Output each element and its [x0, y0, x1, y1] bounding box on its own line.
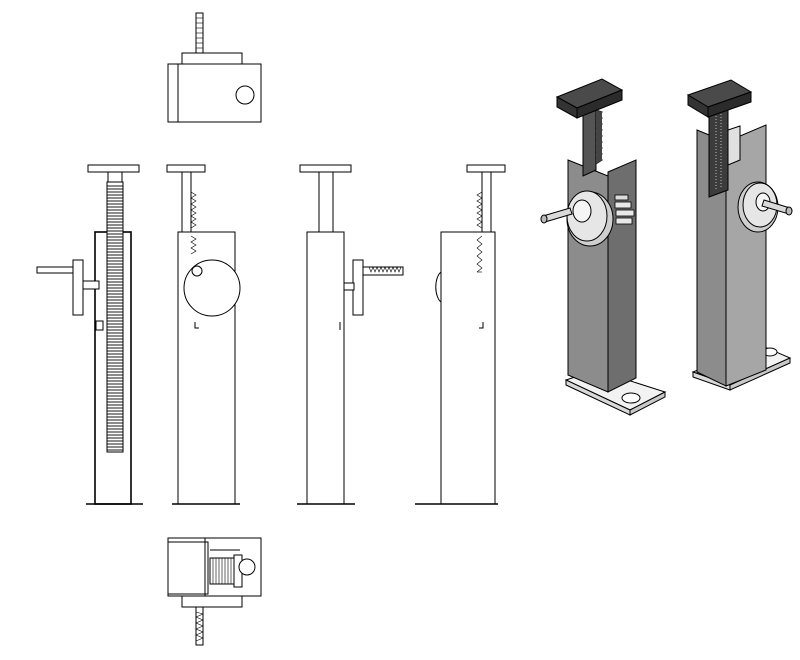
pawl-front [95, 320, 104, 331]
cap-plate-back [299, 164, 352, 173]
mount-hole-iso-front [621, 392, 641, 404]
rack-teeth-back [368, 266, 402, 273]
rack-teeth-right [476, 191, 483, 229]
right-side-view [415, 164, 506, 505]
cap-plate-bottom [181, 595, 243, 608]
handwheel-edge-right [435, 271, 442, 303]
rack-teeth-left [190, 191, 197, 229]
rack-stub-top [195, 12, 204, 54]
bottom-view [167, 537, 262, 646]
left-side-view [166, 164, 241, 505]
pawl-mark-right [479, 322, 484, 329]
handwheel-hub-bottom [238, 558, 256, 576]
isometric-view-rear [686, 79, 793, 391]
handwheel-hub-top [235, 85, 255, 105]
housing-right [440, 231, 496, 505]
handle-shaft-front [36, 266, 76, 274]
cap-plate-right [466, 164, 506, 173]
rack-teeth-front [107, 185, 123, 451]
pinion-shaft-back [343, 282, 355, 291]
cap-plate-top [181, 52, 243, 65]
back-view [297, 164, 404, 505]
pinion-shaft-front [82, 280, 100, 290]
handle-knob-left [191, 265, 203, 277]
handwheel-iso-rear [737, 181, 793, 233]
rack-upper-left [181, 171, 192, 235]
cap-plate-front [87, 164, 140, 173]
handwheel-front [72, 259, 84, 316]
front-view [36, 164, 143, 505]
pawl-mark-left [194, 322, 199, 329]
cap-plate-left [166, 164, 206, 173]
handle-shaft-back [362, 266, 404, 276]
gear-teeth-iso-front [614, 194, 635, 225]
top-view [167, 12, 262, 123]
rack-iso-front [582, 102, 604, 177]
rack-front [106, 181, 124, 453]
handwheel-iso-front [540, 190, 614, 247]
housing-back [306, 231, 345, 505]
rack-upper-back [318, 171, 334, 233]
side-face-iso-rear [725, 124, 767, 387]
base-block-bottom [167, 541, 209, 595]
isometric-view-front [540, 78, 667, 416]
rack-upper-right [481, 171, 492, 235]
